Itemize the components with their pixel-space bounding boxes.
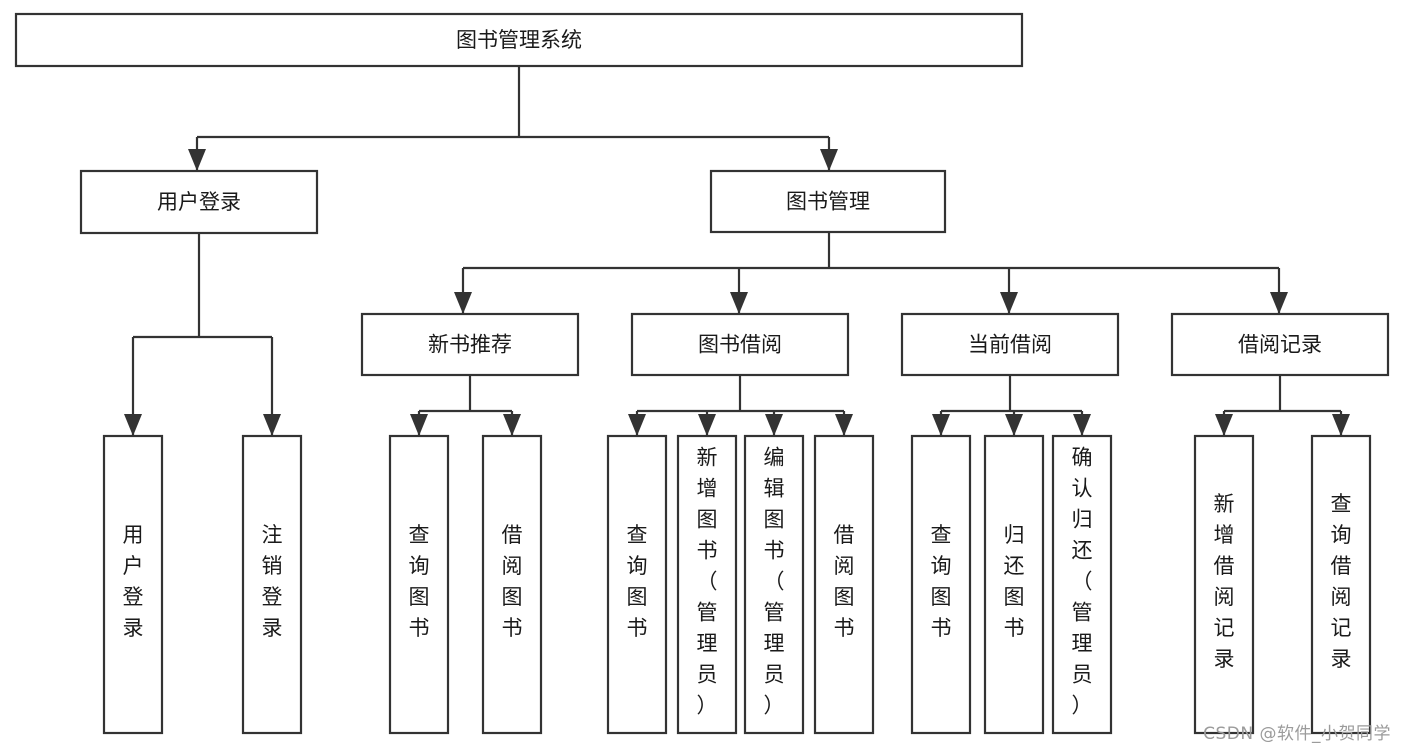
node-box-leaf-query-book-borrow[interactable] <box>606 434 668 735</box>
node-label-leaf-add-borrow-record: 新增借阅记录 <box>1214 492 1235 671</box>
node-book-borrow[interactable]: 图书借阅 <box>630 312 850 377</box>
connector-layer <box>124 66 1350 436</box>
node-label-leaf-query-book-borrow: 查询图书 <box>627 523 648 640</box>
node-box-leaf-query-borrow-record[interactable] <box>1310 434 1372 735</box>
node-leaf-borrow-book-rec[interactable]: 借阅图书 <box>481 434 543 735</box>
node-label-leaf-add-book-admin: 新增图书（管理员） <box>697 446 718 718</box>
leaf-confirm-return-admin-arrow-icon <box>1073 414 1091 436</box>
node-box-book-management[interactable] <box>709 169 947 234</box>
edge-to-new-book-recommend-arrow-icon <box>454 292 472 314</box>
node-box-leaf-add-borrow-record[interactable] <box>1193 434 1255 735</box>
node-label-leaf-user-login: 用户登录 <box>123 523 144 640</box>
node-label-book-borrow: 图书借阅 <box>698 333 782 357</box>
leaf-query-book-rec-arrow-icon <box>410 414 428 436</box>
node-label-leaf-query-book-rec: 查询图书 <box>409 523 430 640</box>
node-leaf-borrow-book[interactable]: 借阅图书 <box>813 434 875 735</box>
edge-to-user-login-arrow-icon <box>188 149 206 171</box>
leaf-add-borrow-record-arrow-icon <box>1215 414 1233 436</box>
leaf-query-borrow-record-arrow-icon <box>1332 414 1350 436</box>
edge-to-current-borrow-arrow-icon <box>1000 292 1018 314</box>
node-label-leaf-return-book: 归还图书 <box>1004 523 1025 640</box>
node-leaf-query-book-rec[interactable]: 查询图书 <box>388 434 450 735</box>
node-label-leaf-query-borrow-record: 查询借阅记录 <box>1331 492 1352 671</box>
csdn-watermark: CSDN @软件_小贺同学 <box>1203 724 1391 744</box>
node-box-leaf-confirm-return-admin[interactable] <box>1051 434 1113 735</box>
node-label-leaf-borrow-book: 借阅图书 <box>834 523 855 640</box>
node-box-leaf-user-login[interactable] <box>102 434 164 735</box>
node-box-leaf-query-book-current[interactable] <box>910 434 972 735</box>
node-leaf-query-book-borrow[interactable]: 查询图书 <box>606 434 668 735</box>
leaf-logout-arrow-icon <box>263 414 281 436</box>
node-label-new-book-recommend: 新书推荐 <box>428 333 512 357</box>
node-label-leaf-confirm-return-admin: 确认归还（管理员） <box>1072 446 1093 718</box>
node-label-book-management: 图书管理 <box>786 190 870 214</box>
node-box-leaf-logout[interactable] <box>241 434 303 735</box>
node-label-root: 图书管理系统 <box>456 28 582 52</box>
node-book-management[interactable]: 图书管理 <box>709 169 947 234</box>
node-leaf-query-book-current[interactable]: 查询图书 <box>910 434 972 735</box>
node-layer: 图书管理系统用户登录图书管理新书推荐图书借阅当前借阅借阅记录用户登录注销登录查询… <box>14 12 1390 735</box>
node-leaf-confirm-return-admin[interactable]: 确认归还（管理员） <box>1051 434 1113 735</box>
node-new-book-recommend[interactable]: 新书推荐 <box>360 312 580 377</box>
leaf-borrow-book-rec-arrow-icon <box>503 414 521 436</box>
node-box-leaf-borrow-book-rec[interactable] <box>481 434 543 735</box>
node-leaf-add-book-admin[interactable]: 新增图书（管理员） <box>676 434 738 735</box>
node-box-leaf-return-book[interactable] <box>983 434 1045 735</box>
node-box-leaf-query-book-rec[interactable] <box>388 434 450 735</box>
node-box-current-borrow[interactable] <box>900 312 1120 377</box>
leaf-borrow-book-arrow-icon <box>835 414 853 436</box>
leaf-return-book-arrow-icon <box>1005 414 1023 436</box>
node-leaf-return-book[interactable]: 归还图书 <box>983 434 1045 735</box>
node-label-leaf-edit-book-admin: 编辑图书（管理员） <box>764 446 785 718</box>
leaf-add-book-admin-arrow-icon <box>698 414 716 436</box>
edge-to-borrow-record-arrow-icon <box>1270 292 1288 314</box>
node-label-user-login: 用户登录 <box>157 190 241 214</box>
node-box-borrow-record[interactable] <box>1170 312 1390 377</box>
node-label-current-borrow: 当前借阅 <box>968 333 1052 357</box>
leaf-query-book-borrow-arrow-icon <box>628 414 646 436</box>
node-borrow-record[interactable]: 借阅记录 <box>1170 312 1390 377</box>
leaf-user-login-arrow-icon <box>124 414 142 436</box>
node-label-borrow-record: 借阅记录 <box>1238 333 1322 357</box>
node-box-user-login[interactable] <box>79 169 319 235</box>
node-box-leaf-borrow-book[interactable] <box>813 434 875 735</box>
node-leaf-user-login[interactable]: 用户登录 <box>102 434 164 735</box>
node-box-leaf-add-book-admin[interactable] <box>676 434 738 735</box>
edge-to-book-management-arrow-icon <box>820 149 838 171</box>
node-box-root[interactable] <box>14 12 1024 68</box>
node-leaf-logout[interactable]: 注销登录 <box>241 434 303 735</box>
node-label-leaf-borrow-book-rec: 借阅图书 <box>502 523 523 640</box>
node-leaf-edit-book-admin[interactable]: 编辑图书（管理员） <box>743 434 805 735</box>
node-leaf-query-borrow-record[interactable]: 查询借阅记录 <box>1310 434 1372 735</box>
leaf-query-book-current-arrow-icon <box>932 414 950 436</box>
node-box-leaf-edit-book-admin[interactable] <box>743 434 805 735</box>
node-current-borrow[interactable]: 当前借阅 <box>900 312 1120 377</box>
node-label-leaf-logout: 注销登录 <box>262 523 283 640</box>
node-user-login[interactable]: 用户登录 <box>79 169 319 235</box>
leaf-edit-book-admin-arrow-icon <box>765 414 783 436</box>
node-leaf-add-borrow-record[interactable]: 新增借阅记录 <box>1193 434 1255 735</box>
node-box-new-book-recommend[interactable] <box>360 312 580 377</box>
node-label-leaf-query-book-current: 查询图书 <box>931 523 952 640</box>
edge-to-book-borrow-arrow-icon <box>730 292 748 314</box>
node-root[interactable]: 图书管理系统 <box>14 12 1024 68</box>
node-box-book-borrow[interactable] <box>630 312 850 377</box>
